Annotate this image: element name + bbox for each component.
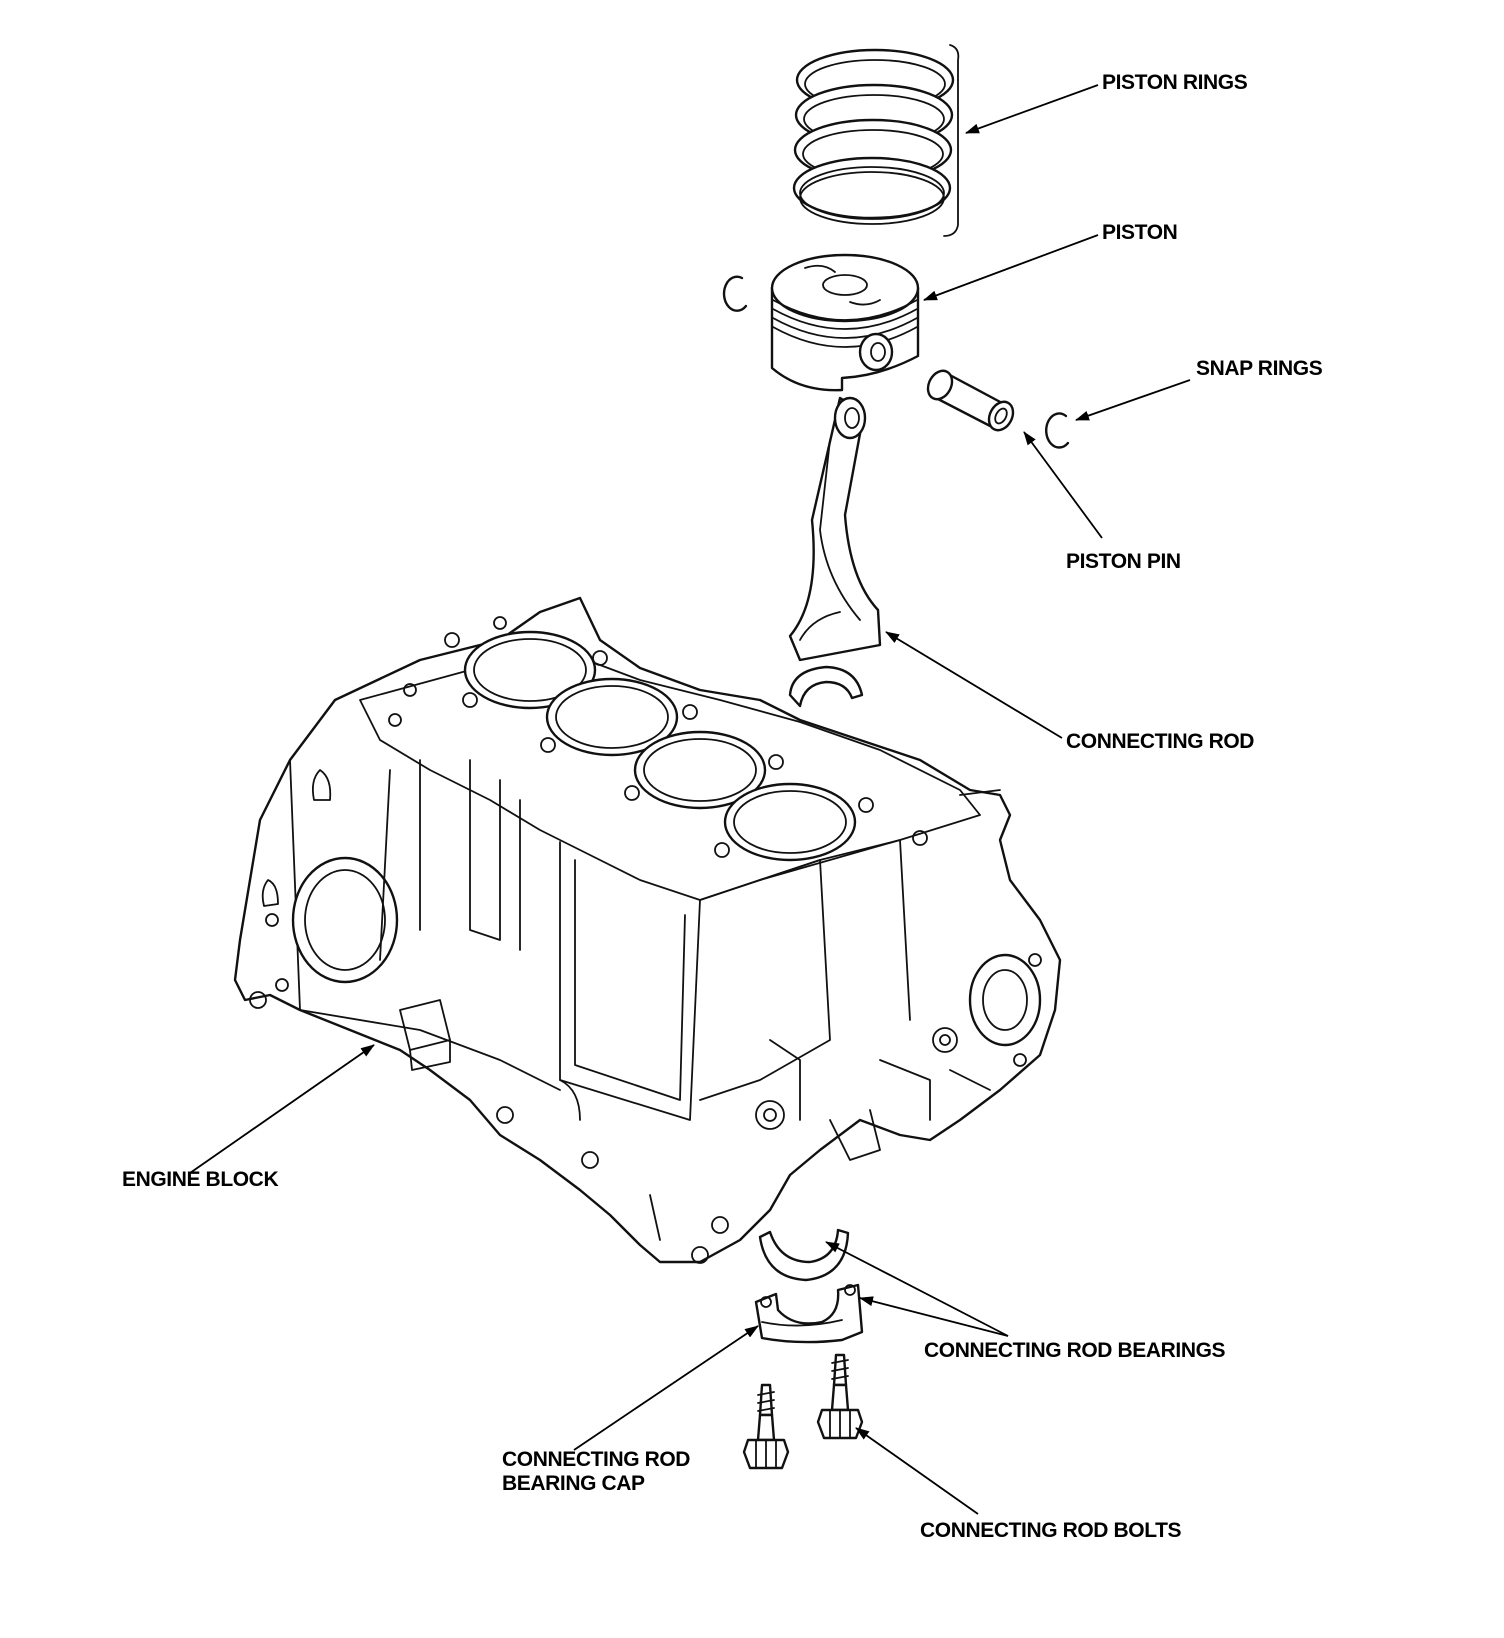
label-engine-block: ENGINE BLOCK: [122, 1168, 279, 1191]
label-piston-pin: PISTON PIN: [1066, 550, 1181, 573]
connecting-rod-bolt-right: [816, 1353, 864, 1440]
engine-block: [233, 596, 1062, 1264]
leader-piston-pin: [1023, 431, 1103, 539]
label-piston-rings: PISTON RINGS: [1102, 71, 1248, 94]
label-piston: PISTON: [1102, 221, 1178, 244]
connecting-rod: [788, 396, 882, 662]
label-connecting-rod-bolts: CONNECTING ROD BOLTS: [920, 1519, 1182, 1542]
leader-connecting-rod: [885, 631, 1063, 739]
leader-piston-rings: [965, 84, 1099, 134]
label-connecting-rod: CONNECTING ROD: [1066, 730, 1255, 753]
piston-pin: [926, 369, 1015, 432]
leader-lines: [189, 84, 1191, 1515]
leader-connecting-rod-bearings-lower: [859, 1296, 1009, 1337]
leader-connecting-rod-bearing-cap: [573, 1325, 759, 1451]
piston-rings: [792, 44, 960, 237]
connecting-rod-bolt-left: [742, 1383, 790, 1470]
piston: [770, 253, 920, 392]
connecting-rod-bearing-lower: [758, 1228, 850, 1282]
connecting-rod-bearing-cap: [754, 1283, 864, 1344]
snap-ring-left: [722, 275, 748, 312]
label-connecting-rod-bearing-cap-line2: BEARING CAP: [502, 1472, 645, 1495]
label-snap-rings: SNAP RINGS: [1196, 357, 1323, 380]
leader-connecting-rod-bolts: [855, 1427, 979, 1515]
leader-engine-block: [189, 1044, 375, 1174]
leader-piston: [923, 234, 1099, 301]
leader-snap-rings: [1075, 379, 1191, 421]
snap-ring-right: [1045, 412, 1070, 449]
label-connecting-rod-bearings: CONNECTING ROD BEARINGS: [924, 1339, 1226, 1362]
leader-connecting-rod-bearings-upper: [825, 1241, 1009, 1337]
connecting-rod-bearing-upper: [788, 665, 864, 708]
label-connecting-rod-bearing-cap-line1: CONNECTING ROD: [502, 1448, 691, 1471]
